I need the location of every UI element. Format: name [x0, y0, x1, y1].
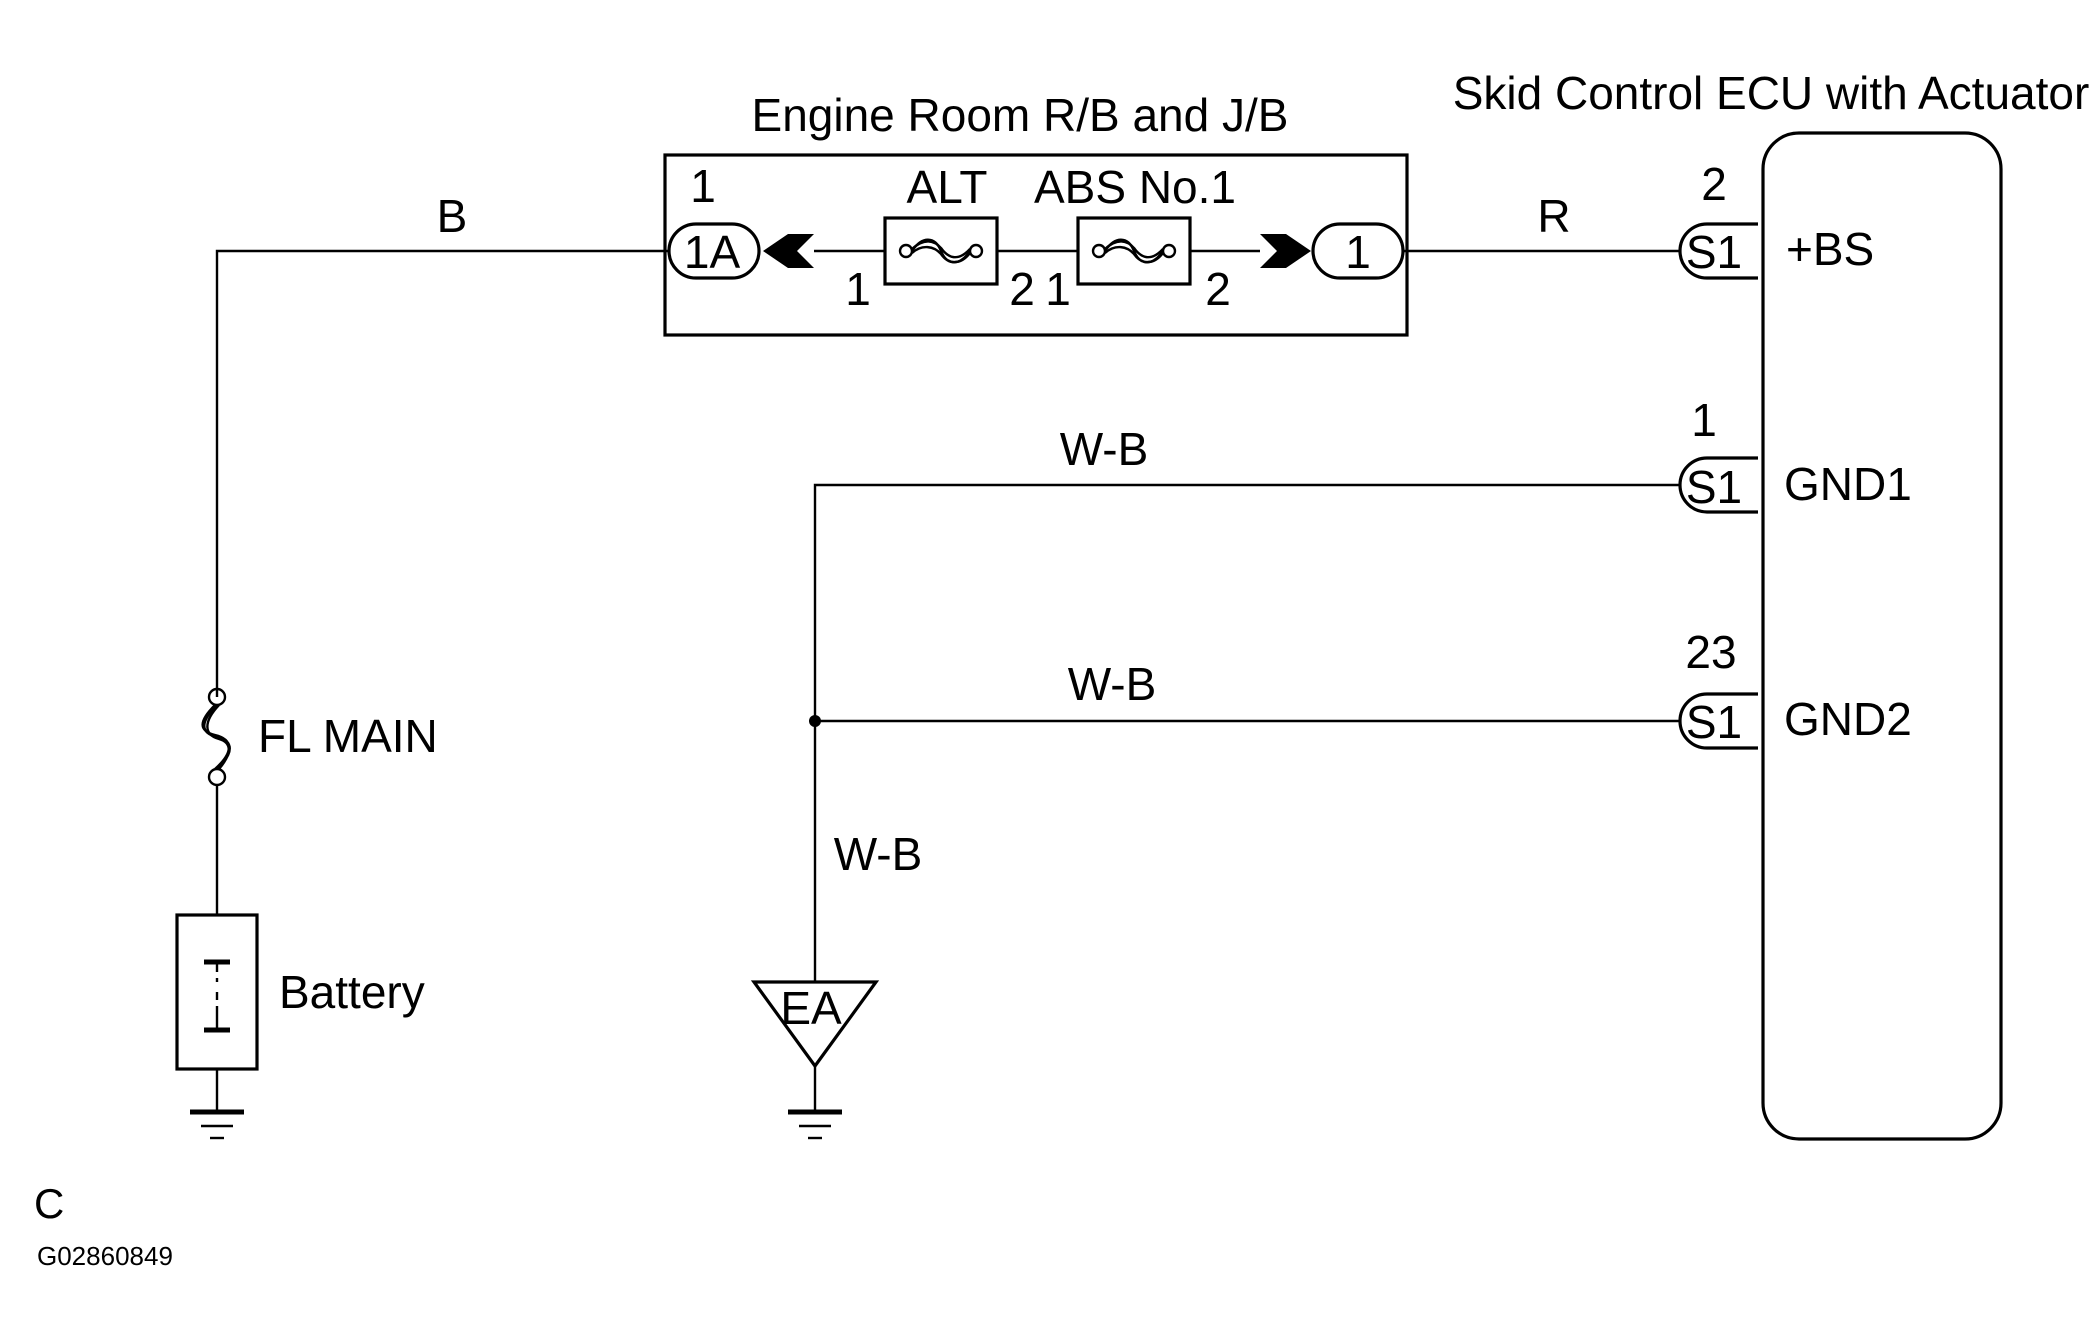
ground-symbol-icon: [788, 1109, 842, 1140]
ecu-title: Skid Control ECU with Actuator: [1453, 67, 2090, 119]
ecu-connector-id: S1: [1686, 461, 1742, 513]
connector-1-id: 1: [1345, 226, 1371, 278]
ecu-connector-id: S1: [1686, 226, 1742, 278]
fuse-abs-no1-box: [1076, 216, 1192, 286]
skid-control-ecu: Skid Control ECU with Actuator: [1453, 67, 2090, 1141]
ecu-body: [1761, 131, 2003, 1141]
ecu-terminal-bs: S1 2 +BS: [1678, 158, 1874, 280]
fuse-alt-box: [883, 216, 999, 286]
splice-point: [809, 715, 821, 727]
junction-block-box: [663, 153, 1409, 337]
ground-symbol-icon: [190, 1109, 244, 1140]
connector-arrow-left-icon: [763, 234, 814, 268]
fuse-alt-pin-left: 1: [845, 263, 871, 315]
connector-arrow-right-icon: [1260, 234, 1311, 268]
ground-point-ea: EA: [750, 980, 880, 1112]
figure-code: G02860849: [37, 1241, 173, 1271]
wire-color-label: W-B: [1068, 658, 1157, 710]
wire-gnd1: W-B: [813, 423, 1680, 982]
connector-1a-id: 1A: [684, 226, 741, 278]
wire-battery-feed: B: [215, 190, 669, 697]
fuse-abs-no1: ABS No.1 1 2: [1034, 161, 1236, 315]
ecu-terminal-gnd2: S1 23 GND2: [1678, 626, 1912, 750]
footer-letter: C: [34, 1180, 64, 1227]
ecu-pin-number: 2: [1701, 158, 1727, 210]
wire-ground-drop: W-B: [834, 828, 923, 880]
wire-ecu-feed: R: [1403, 190, 1680, 253]
wire-color-label: W-B: [1060, 423, 1149, 475]
fuse-alt: ALT 1 2: [845, 161, 1035, 315]
ground-point-triangle: [750, 980, 880, 1069]
ground-point-label: EA: [780, 982, 842, 1034]
ecu-pin-number: 1: [1691, 394, 1717, 446]
ecu-terminal-name: GND2: [1784, 693, 1912, 745]
wire-color-label: B: [437, 190, 468, 242]
ecu-terminal-name: +BS: [1786, 223, 1874, 275]
wire-gnd2: W-B: [809, 658, 1680, 727]
ecu-terminal-gnd1: S1 1 GND1: [1678, 394, 1912, 514]
fuse-abs-no1-pin-right: 2: [1205, 263, 1231, 315]
junction-block: Engine Room R/B and J/B 1A 1 1 ALT 1 2: [663, 89, 1409, 337]
fusible-link-fl-main: FL MAIN: [201, 687, 438, 915]
ecu-terminal-name: GND1: [1784, 458, 1912, 510]
fuse-alt-label: ALT: [907, 161, 988, 213]
ecu-pin-number: 23: [1685, 626, 1736, 678]
connector-1a-pin: 1: [690, 160, 716, 212]
fuse-abs-no1-label: ABS No.1: [1034, 161, 1236, 213]
battery-label: Battery: [279, 966, 425, 1018]
ecu-connector-id: S1: [1686, 696, 1742, 748]
battery: Battery: [175, 913, 425, 1110]
fusible-link-label: FL MAIN: [258, 710, 438, 762]
fuse-abs-no1-pin-left: 1: [1045, 263, 1071, 315]
fuse-alt-pin-right: 2: [1009, 263, 1035, 315]
wire-color-label: R: [1537, 190, 1570, 242]
wire-color-label: W-B: [834, 828, 923, 880]
junction-block-title: Engine Room R/B and J/B: [752, 89, 1289, 141]
